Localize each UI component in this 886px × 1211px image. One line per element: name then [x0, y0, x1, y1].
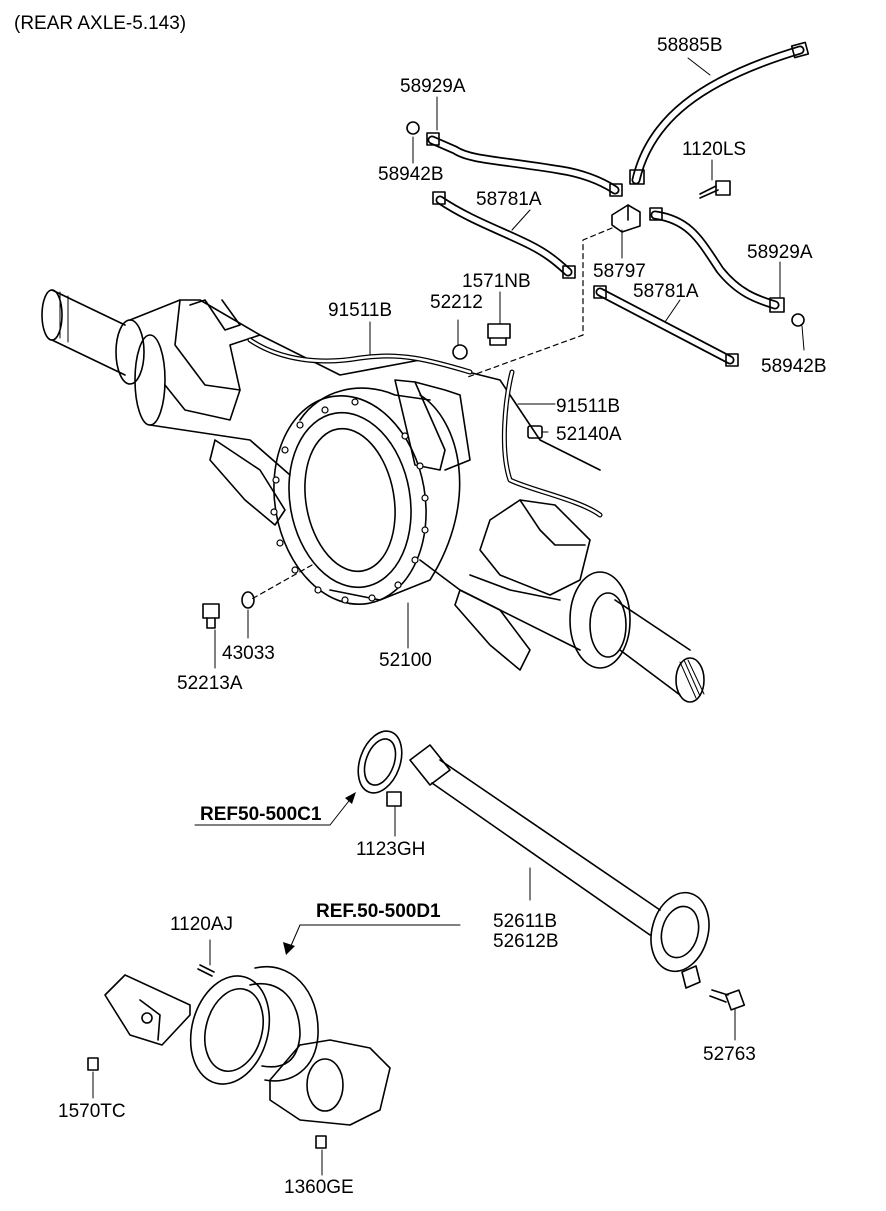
nut-52763-washer — [681, 965, 701, 989]
part-label-52763: 52763 — [703, 1044, 756, 1065]
washer-58942B-right — [791, 313, 805, 327]
hose-58885B — [629, 41, 810, 185]
axle-shaft-52611B — [409, 744, 710, 973]
connector-58797 — [611, 204, 641, 233]
brake-shoe-ref-d1 — [249, 965, 319, 1082]
axle-housing-52100 — [41, 289, 705, 703]
part-label-91511B: 91511B — [328, 300, 393, 321]
bolt-52213A — [202, 603, 220, 629]
part-label-58942B: 58942B — [378, 164, 444, 185]
backing-plate — [189, 975, 271, 1085]
part-label-52213A: 52213A — [177, 673, 243, 694]
part-label-58929A: 58929A — [400, 76, 466, 97]
pin-1120AJ — [197, 964, 215, 977]
hose-58929A-top — [426, 132, 623, 197]
part-label-52140A: 52140A — [556, 424, 622, 445]
part-label-91511B: 91511B — [556, 396, 621, 417]
washer-58942B-top — [406, 121, 420, 135]
diagram-title: (REAR AXLE-5.143) — [14, 13, 187, 34]
part-label-43033: 43033 — [222, 643, 275, 664]
part-label-58929A: 58929A — [747, 242, 813, 263]
part-label-52611B: 52611B — [493, 911, 558, 932]
ref-label-d1: REF.50-500D1 — [316, 901, 441, 922]
ref-arrowheads — [283, 792, 356, 955]
part-label-1120AJ: 1120AJ — [170, 914, 234, 935]
hose-58781A-top — [432, 191, 576, 279]
bolt-52763 — [709, 989, 746, 1011]
part-label-58942B: 58942B — [761, 356, 827, 377]
part-label-1120LS: 1120LS — [682, 139, 747, 160]
part-label-58781A: 58781A — [633, 281, 699, 302]
gasket-43033 — [241, 591, 255, 609]
bolt-1123GH — [386, 791, 402, 807]
ref-label-c1: REF50-500C1 — [200, 804, 322, 825]
seal-52212 — [452, 344, 468, 360]
leader-lines — [92, 57, 805, 1176]
flange-bolts — [270, 398, 429, 604]
part-label-1570TC: 1570TC — [58, 1101, 126, 1122]
hose-58929A-right — [649, 207, 785, 313]
bracket-1570TC — [87, 974, 191, 1071]
pipe-58781A-right — [593, 285, 739, 367]
part-label-1571NB: 1571NB — [462, 271, 531, 292]
anchor-plate-1360GE — [269, 1039, 391, 1149]
bolt-1120LS — [699, 180, 731, 199]
part-label-52100: 52100 — [379, 650, 432, 671]
part-label-1360GE: 1360GE — [284, 1177, 354, 1198]
brake-line-91511B-right — [501, 369, 603, 518]
brake-line-91511B-left — [247, 337, 473, 375]
part-label-58885B: 58885B — [657, 35, 723, 56]
part-label-58781A: 58781A — [476, 189, 542, 210]
part-label-1123GH: 1123GH — [356, 839, 426, 860]
breather-1571NB — [487, 323, 511, 346]
part-label-52612B: 52612B — [493, 931, 559, 952]
oring-ref-c1 — [357, 730, 403, 794]
part-label-58797: 58797 — [593, 261, 646, 282]
part-label-52212: 52212 — [430, 292, 483, 313]
routing-lines — [249, 227, 613, 601]
